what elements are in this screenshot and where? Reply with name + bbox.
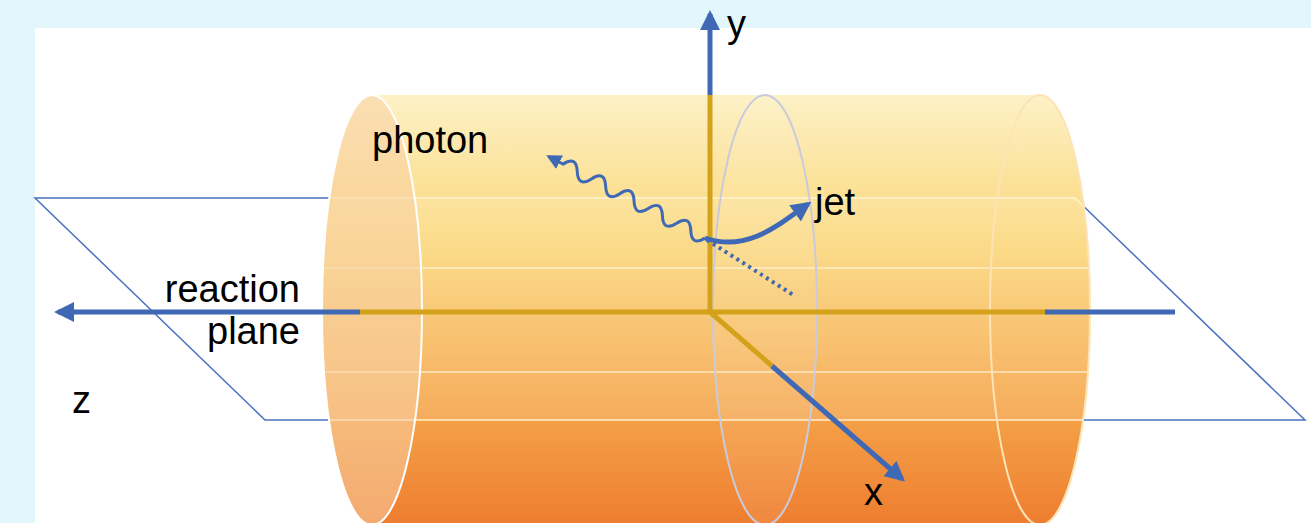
photon-wave xyxy=(546,151,709,245)
particle-label: jet xyxy=(815,180,855,224)
axis-label: y xyxy=(727,2,746,46)
axis-label: z xyxy=(72,378,91,422)
plane-section xyxy=(35,198,1305,420)
reaction-plane xyxy=(35,198,1305,420)
z-axis-inside xyxy=(360,310,1045,315)
y-axis-inside xyxy=(708,95,713,312)
particle-label: photon xyxy=(372,118,488,162)
plane-section-line xyxy=(300,371,1110,373)
dotted-path xyxy=(707,240,795,296)
jet-arrow xyxy=(705,204,808,242)
x-axis-inside xyxy=(710,312,772,366)
x-axis-arrow xyxy=(772,366,902,479)
axis-label: x xyxy=(864,470,883,514)
y-axis-arrow xyxy=(708,14,713,95)
z-axis xyxy=(1045,310,1175,315)
cylinder-slice xyxy=(713,95,817,523)
cylinder-far-end xyxy=(990,95,1090,523)
plane-label: reaction plane xyxy=(135,268,300,352)
